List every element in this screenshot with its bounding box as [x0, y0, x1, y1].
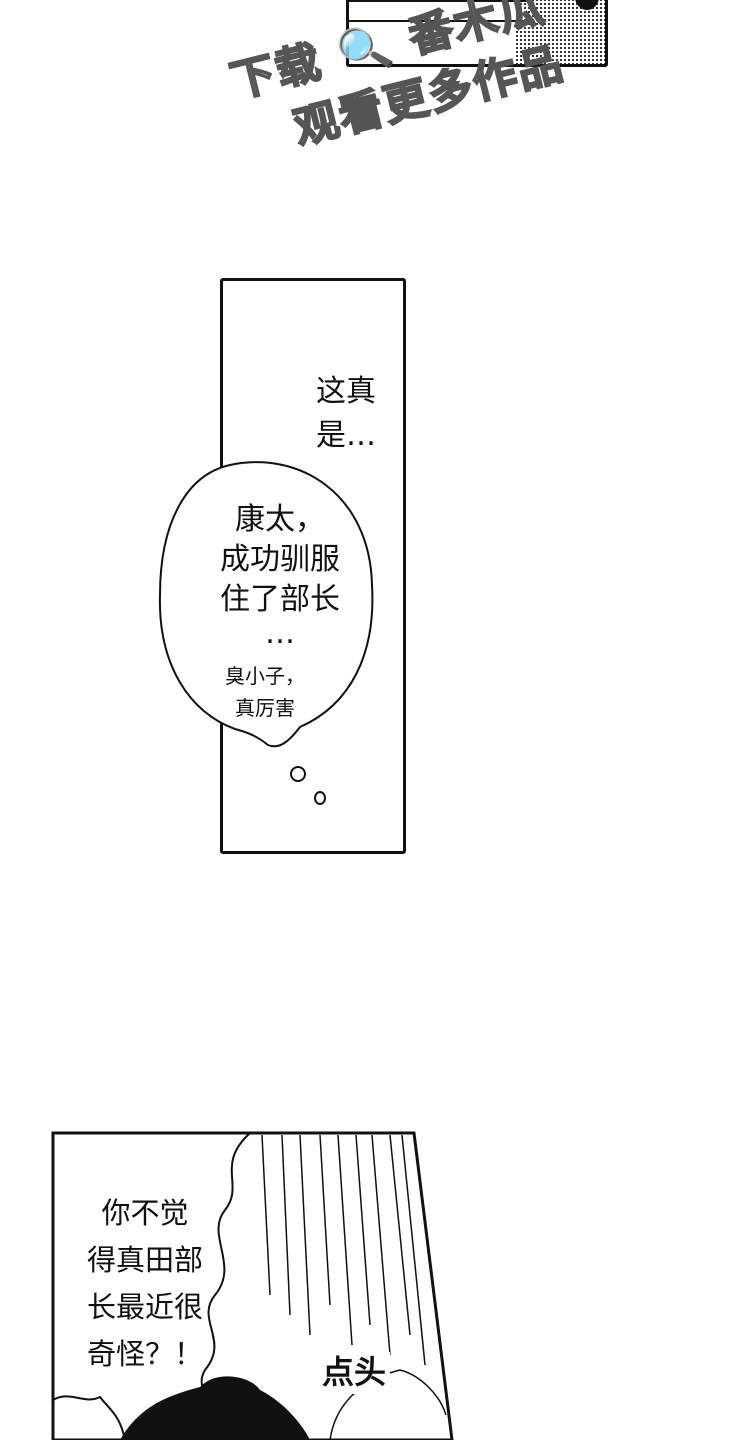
speech-line-2: 得真田部	[86, 1243, 203, 1277]
speech-line-4: 奇怪？！	[86, 1337, 203, 1371]
top-panel-ink	[575, 0, 599, 10]
thought-bubble	[158, 461, 374, 805]
thought-text: 康太， 成功驯服 住了部长 …	[200, 500, 360, 651]
thought-small-text: 臭小子， 真厉害	[205, 660, 325, 724]
speech-text: 你不觉 得真田部 长最近很 奇怪？！	[70, 1190, 220, 1378]
speed-lines	[261, 1134, 426, 1366]
thought-line-2: 成功驯服	[220, 542, 340, 577]
thought-dot-large	[290, 766, 306, 782]
narration-box: 这真 是…	[316, 370, 376, 458]
thought-small-line-1: 臭小子，	[225, 664, 305, 688]
thought-dot-small	[314, 791, 326, 805]
face-lines	[329, 1369, 447, 1440]
thought-line-3: 住了部长	[220, 582, 340, 617]
hair-cloud-left	[52, 1395, 126, 1440]
top-panel-screentone	[515, 0, 605, 64]
top-panel-lines	[349, 0, 529, 22]
narration-line-1: 这真	[316, 374, 376, 409]
thought-line-4: …	[265, 616, 295, 651]
narration-line-2: 是…	[316, 418, 376, 453]
thought-line-1: 康太，	[235, 502, 325, 537]
top-panel	[346, 0, 608, 67]
thought-small-line-2: 真厉害	[235, 696, 295, 720]
speech-line-1: 你不觉	[101, 1196, 189, 1230]
dark-hair	[120, 1376, 310, 1440]
sfx-nod: 点头	[318, 1352, 391, 1394]
speech-line-3: 长最近很	[86, 1290, 203, 1324]
